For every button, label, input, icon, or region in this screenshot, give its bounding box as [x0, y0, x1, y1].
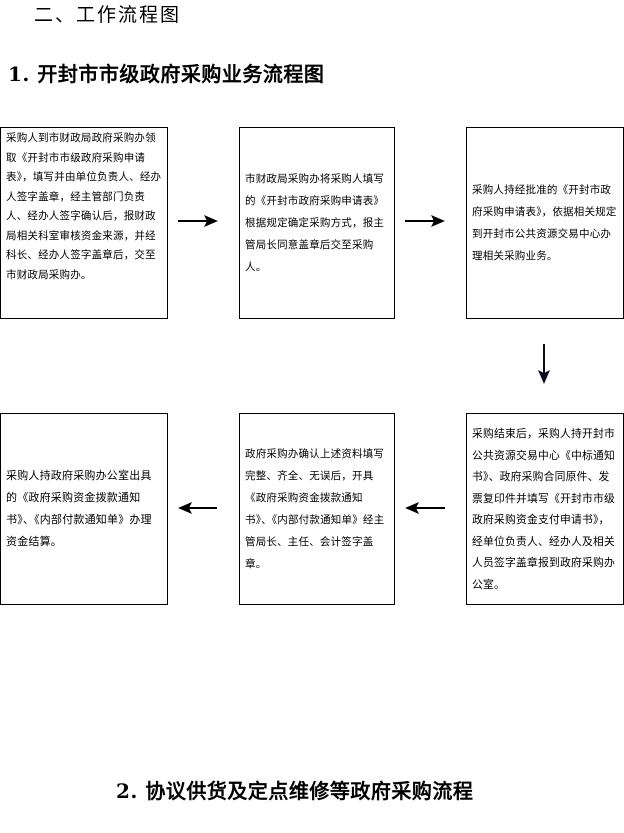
- arrow-right-icon: [405, 215, 445, 227]
- flow-step-3-trading-center: 采购人持经批准的《开封市政府采购申请表》，依据相关规定到开封市公共资源交易中心办…: [466, 127, 624, 319]
- flow-step-4-payment-application: 采购结束后，采购人持开封市公共资源交易中心《中标通知书》、政府采购合同原件、发票…: [466, 413, 624, 605]
- section-heading: 二、工作流程图: [34, 4, 182, 26]
- flow-step-5-text: 政府采购办确认上述资料填写完整、齐全、无误后，开具《政府采购资金拨款通知书》、《…: [245, 448, 385, 570]
- flow-step-6-text: 采购人持政府采购办公室出具的《政府采购资金拨款通知书》、《内部付款通知单》办理资…: [6, 469, 152, 548]
- arrow-left-icon: [405, 502, 445, 514]
- arrow-left-icon: [178, 502, 217, 514]
- flow-step-6-settlement: 采购人持政府采购办公室出具的《政府采购资金拨款通知书》、《内部付款通知单》办理资…: [0, 413, 168, 605]
- arrow-down-icon: [538, 344, 550, 384]
- flow-step-1-apply: 采购人到市财政局政府采购办领取《开封市市级政府采购申请表》，填写并由单位负责人、…: [0, 127, 168, 319]
- flow-step-5-issue-notices: 政府采购办确认上述资料填写完整、齐全、无误后，开具《政府采购资金拨款通知书》、《…: [239, 413, 395, 605]
- arrow-right-icon: [178, 215, 218, 227]
- subheading-framework-agreement-flow: 2. 协议供货及定点维修等政府采购流程: [116, 779, 474, 803]
- flow-step-2-determine-method: 市财政局采购办将采购人填写的《开封市政府采购申请表》根据规定确定采购方式，报主管…: [239, 127, 395, 319]
- flow-step-3-text: 采购人持经批准的《开封市政府采购申请表》，依据相关规定到开封市公共资源交易中心办…: [472, 184, 617, 262]
- flow-step-4-text: 采购结束后，采购人持开封市公共资源交易中心《中标通知书》、政府采购合同原件、发票…: [472, 427, 615, 591]
- flow-step-2-text: 市财政局采购办将采购人填写的《开封市政府采购申请表》根据规定确定采购方式，报主管…: [245, 173, 385, 273]
- subheading-municipal-procurement-flow: 1. 开封市市级政府采购业务流程图: [8, 62, 325, 86]
- flow-step-1-text: 采购人到市财政局政府采购办领取《开封市市级政府采购申请表》，填写并由单位负责人、…: [6, 132, 162, 281]
